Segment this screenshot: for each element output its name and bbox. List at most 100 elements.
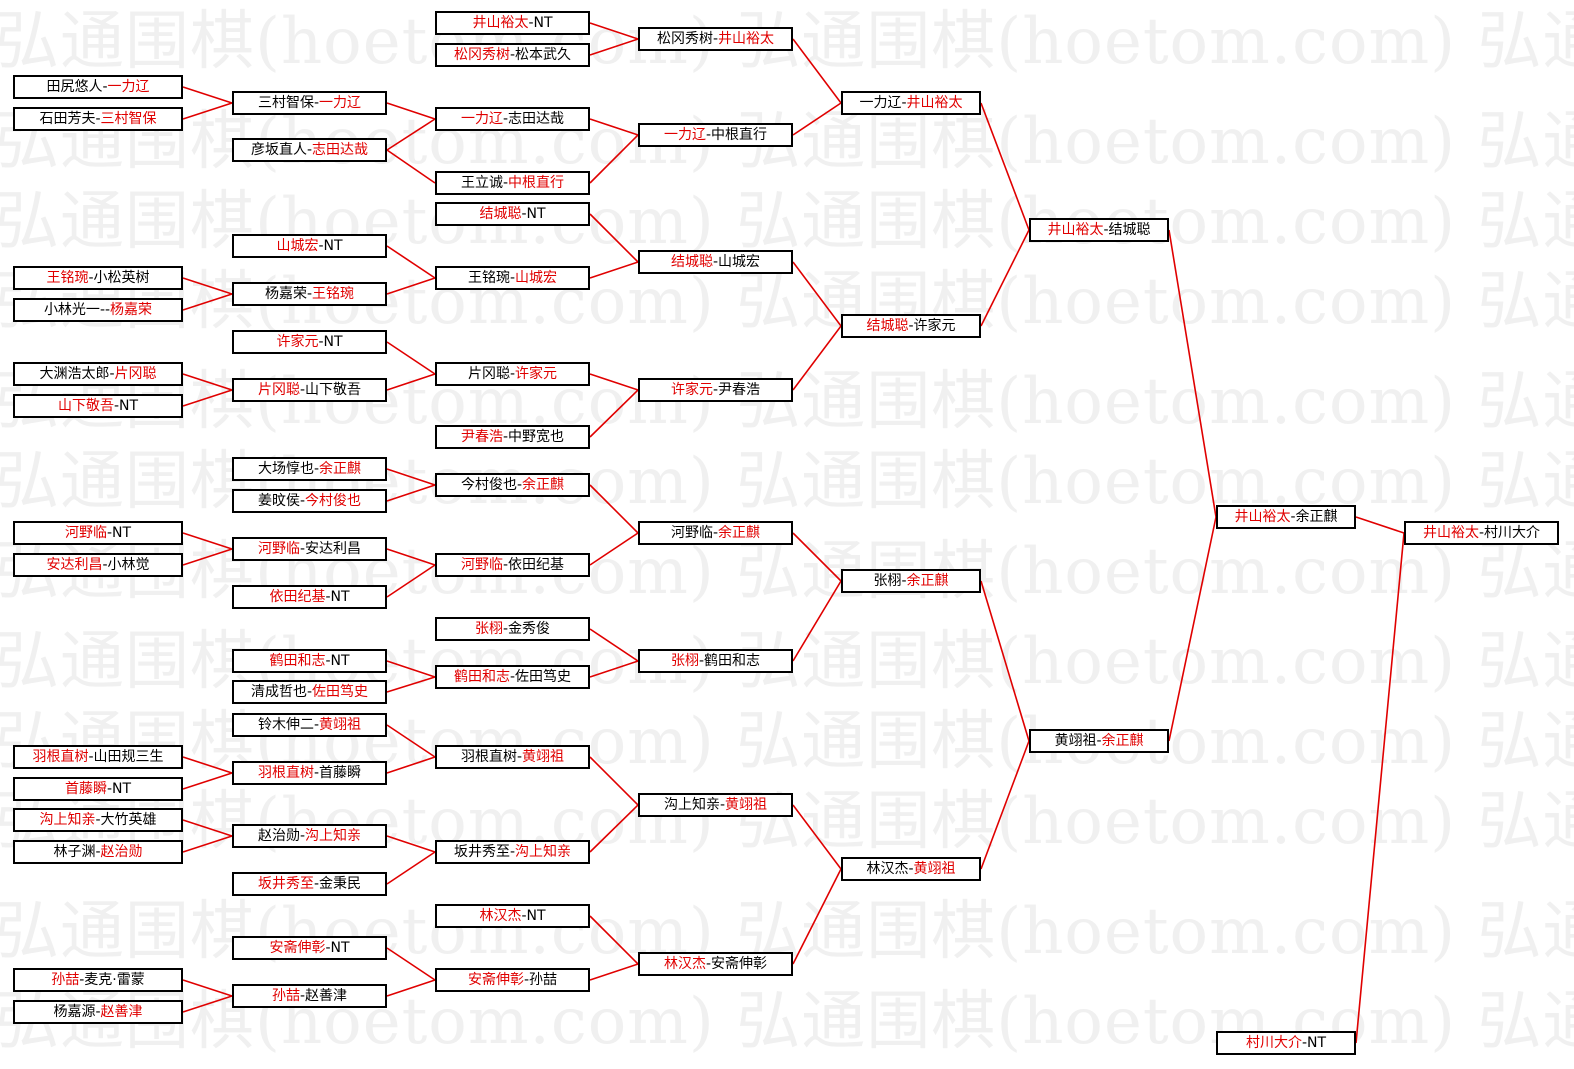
player-a: 彦坂直人 bbox=[250, 142, 307, 158]
bracket-connector bbox=[386, 468, 436, 486]
player-a: 片冈聪 bbox=[257, 382, 300, 398]
separator: - bbox=[712, 254, 719, 270]
player-b: 村川大介 bbox=[1484, 525, 1541, 541]
separator: - bbox=[313, 717, 320, 733]
separator: - bbox=[313, 765, 320, 781]
player-b: 王铭琬 bbox=[312, 286, 355, 302]
player-b: 依田纪基 bbox=[508, 557, 565, 573]
bracket-connector bbox=[792, 261, 842, 327]
player-a: 林汉杰 bbox=[479, 908, 522, 924]
match-box: 羽根直树-首藤瞬 bbox=[232, 761, 387, 785]
match-box: 鹤田和志-佐田笃史 bbox=[435, 665, 590, 689]
bracket-connector bbox=[182, 819, 233, 837]
separator: - bbox=[325, 589, 331, 605]
separator: - bbox=[102, 557, 108, 573]
separator: - bbox=[719, 797, 726, 813]
player-b: 孙喆 bbox=[529, 972, 558, 988]
player-a: 孙喆 bbox=[271, 988, 300, 1004]
player-a: 张栩 bbox=[873, 573, 902, 589]
player-a: 今村俊也 bbox=[460, 477, 517, 493]
bracket-connector bbox=[386, 676, 436, 693]
player-b: 沟上知亲 bbox=[515, 844, 572, 860]
separator: - bbox=[113, 398, 120, 414]
match-box: 一力辽-志田达哉 bbox=[435, 107, 590, 131]
bracket-connector bbox=[792, 804, 842, 870]
bracket-connector bbox=[792, 868, 842, 965]
bracket-connector bbox=[386, 102, 436, 120]
player-a: 张栩 bbox=[670, 653, 699, 669]
player-a: 鹤田和志 bbox=[453, 669, 510, 685]
match-box: 羽根直树-山田规三生 bbox=[13, 745, 183, 769]
player-a: 结城聪 bbox=[479, 206, 522, 222]
separator: - bbox=[502, 621, 509, 637]
player-b: 一力辽 bbox=[107, 79, 150, 95]
player-b: 志田达哉 bbox=[312, 142, 369, 158]
player-a: 赵治勋 bbox=[257, 828, 300, 844]
player-a: 王铭琬 bbox=[467, 270, 510, 286]
player-b: 一力辽 bbox=[319, 95, 362, 111]
separator: - bbox=[509, 270, 516, 286]
player-a: 结城聪 bbox=[866, 318, 909, 334]
separator: - bbox=[325, 940, 331, 956]
match-box: 张栩-金秀俊 bbox=[435, 617, 590, 641]
separator: - bbox=[299, 828, 306, 844]
player-b: NT bbox=[323, 334, 343, 350]
bracket-connector bbox=[386, 756, 436, 774]
separator: - bbox=[516, 749, 523, 765]
bracket-connector bbox=[589, 804, 639, 853]
player-b: 中根直行 bbox=[711, 127, 768, 143]
player-a: 沟上知亲 bbox=[663, 797, 720, 813]
match-box: 今村俊也-余正麒 bbox=[435, 473, 590, 497]
bracket-connector bbox=[792, 38, 842, 104]
player-a: 河野临 bbox=[460, 557, 503, 573]
player-b: 许家元 bbox=[515, 366, 558, 382]
separator: - bbox=[95, 844, 101, 860]
bracket-connector bbox=[980, 740, 1030, 870]
player-a: 孙喆 bbox=[51, 972, 80, 988]
bracket-connector bbox=[589, 963, 639, 981]
separator: - bbox=[509, 47, 516, 63]
bracket-connector bbox=[980, 229, 1030, 327]
bracket-connector bbox=[182, 277, 233, 295]
separator: - bbox=[299, 382, 306, 398]
separator: - bbox=[509, 669, 516, 685]
bracket-connector bbox=[386, 484, 436, 502]
separator: - bbox=[1301, 1035, 1308, 1051]
player-b: 赵善津 bbox=[100, 1004, 143, 1020]
bracket-connector bbox=[589, 22, 639, 40]
bracket-connector bbox=[1355, 532, 1405, 1044]
separator: - bbox=[318, 334, 324, 350]
separator: - bbox=[299, 988, 306, 1004]
bracket-connector bbox=[589, 628, 639, 662]
player-b: 井山裕太 bbox=[906, 95, 963, 111]
bracket-connector bbox=[182, 995, 233, 1013]
player-a: 山下敬吾 bbox=[57, 398, 114, 414]
player-b: 安达利昌 bbox=[305, 541, 362, 557]
bracket-connector bbox=[182, 835, 233, 853]
player-b: 沟上知亲 bbox=[305, 828, 362, 844]
match-box: 大场惇也-余正麒 bbox=[232, 457, 387, 481]
match-box: 张栩-余正麒 bbox=[841, 569, 981, 593]
separator: - bbox=[516, 477, 523, 493]
match-box: 孙喆-麦克·雷蒙 bbox=[13, 968, 183, 992]
player-a: 羽根直树 bbox=[257, 765, 314, 781]
match-box: 王立诚-中根直行 bbox=[435, 171, 590, 195]
player-b: 余正麒 bbox=[1101, 733, 1144, 749]
player-a: 井山裕太 bbox=[1047, 222, 1104, 238]
separator: - bbox=[502, 429, 509, 445]
match-box: 结城聪-许家元 bbox=[841, 314, 981, 338]
match-box: 张栩-鹤田和志 bbox=[638, 649, 793, 673]
player-a: 鹤田和志 bbox=[269, 653, 326, 669]
separator: - bbox=[95, 812, 101, 828]
player-b: 山城宏 bbox=[718, 254, 761, 270]
match-box: 王铭琬-山城宏 bbox=[435, 266, 590, 290]
player-b: 片冈聪 bbox=[114, 366, 157, 382]
player-b: 山下敬吾 bbox=[305, 382, 362, 398]
separator: - bbox=[528, 15, 534, 31]
separator: - bbox=[712, 31, 719, 47]
bracket-connector bbox=[182, 102, 233, 120]
separator: - bbox=[318, 238, 324, 254]
separator: - bbox=[712, 525, 719, 541]
player-a: 三村智保 bbox=[257, 95, 314, 111]
